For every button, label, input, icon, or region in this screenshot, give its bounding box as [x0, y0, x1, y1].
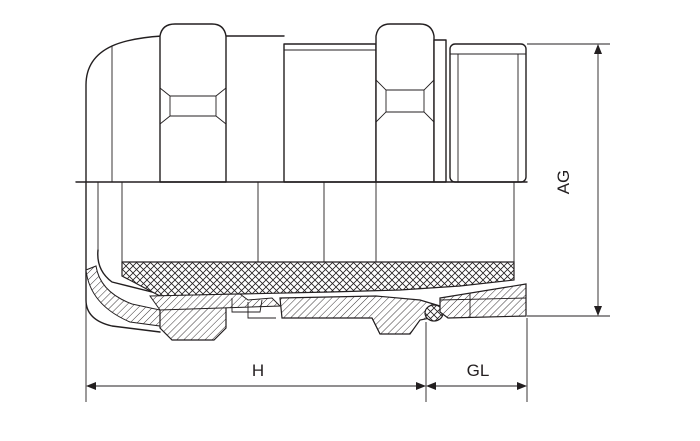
thread-section [449, 43, 527, 183]
inner-bore-outline [97, 182, 515, 262]
dimension-ag [527, 43, 610, 317]
dome-cap-outline [85, 35, 163, 183]
dome-cap-section [85, 181, 161, 333]
cap-nut-section [159, 305, 227, 341]
body-section [279, 295, 441, 335]
cap-hex-nut [159, 23, 227, 183]
body-sleeve [225, 35, 377, 183]
h-label: H [252, 361, 264, 380]
dimension-gl [426, 318, 528, 402]
dimension-h [85, 300, 427, 402]
gl-label: GL [467, 361, 490, 380]
seal-insert-hatched [121, 261, 515, 297]
thread-section-cut [439, 283, 527, 319]
body-hex-nut [375, 23, 447, 183]
ag-label: AG [554, 170, 573, 195]
clamp-fingers [149, 293, 282, 319]
